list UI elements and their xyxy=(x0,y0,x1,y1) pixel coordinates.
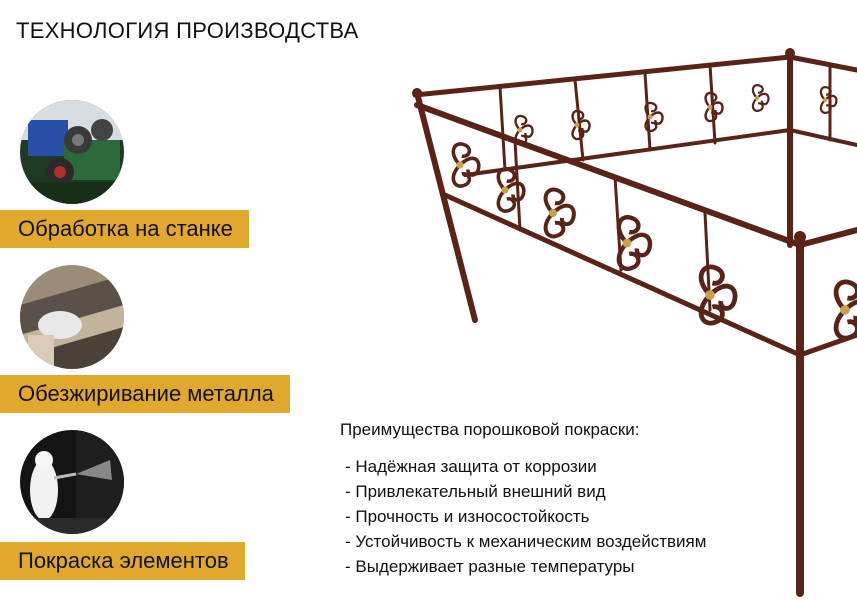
benefit-item: - Надёжная защита от коррозии xyxy=(345,457,597,476)
machining-photo xyxy=(20,100,124,204)
benefit-item: - Выдерживает разные температуры xyxy=(345,557,635,576)
painting-photo xyxy=(20,430,124,534)
benefit-item: - Прочность и износостойкость xyxy=(345,507,590,526)
step-label-painting: Покраска элементов xyxy=(0,542,245,580)
benefits-section: Преимущества порошковой покраски: - Надё… xyxy=(340,420,790,579)
fence-illustration xyxy=(412,48,857,597)
step-label-degreasing: Обезжиривание металла xyxy=(0,375,290,413)
benefit-item: - Привлекательный внешний вид xyxy=(345,482,606,501)
benefits-title: Преимущества порошковой покраски: xyxy=(340,420,640,439)
step-label-machining: Обработка на станке xyxy=(0,210,249,248)
page-title: ТЕХНОЛОГИЯ ПРОИЗВОДСТВА xyxy=(16,18,359,43)
degreasing-photo xyxy=(20,265,124,369)
benefits-list: - Надёжная защита от коррозии - Привлека… xyxy=(340,454,790,579)
benefit-item: - Устойчивость к механическим воздействи… xyxy=(345,532,707,551)
